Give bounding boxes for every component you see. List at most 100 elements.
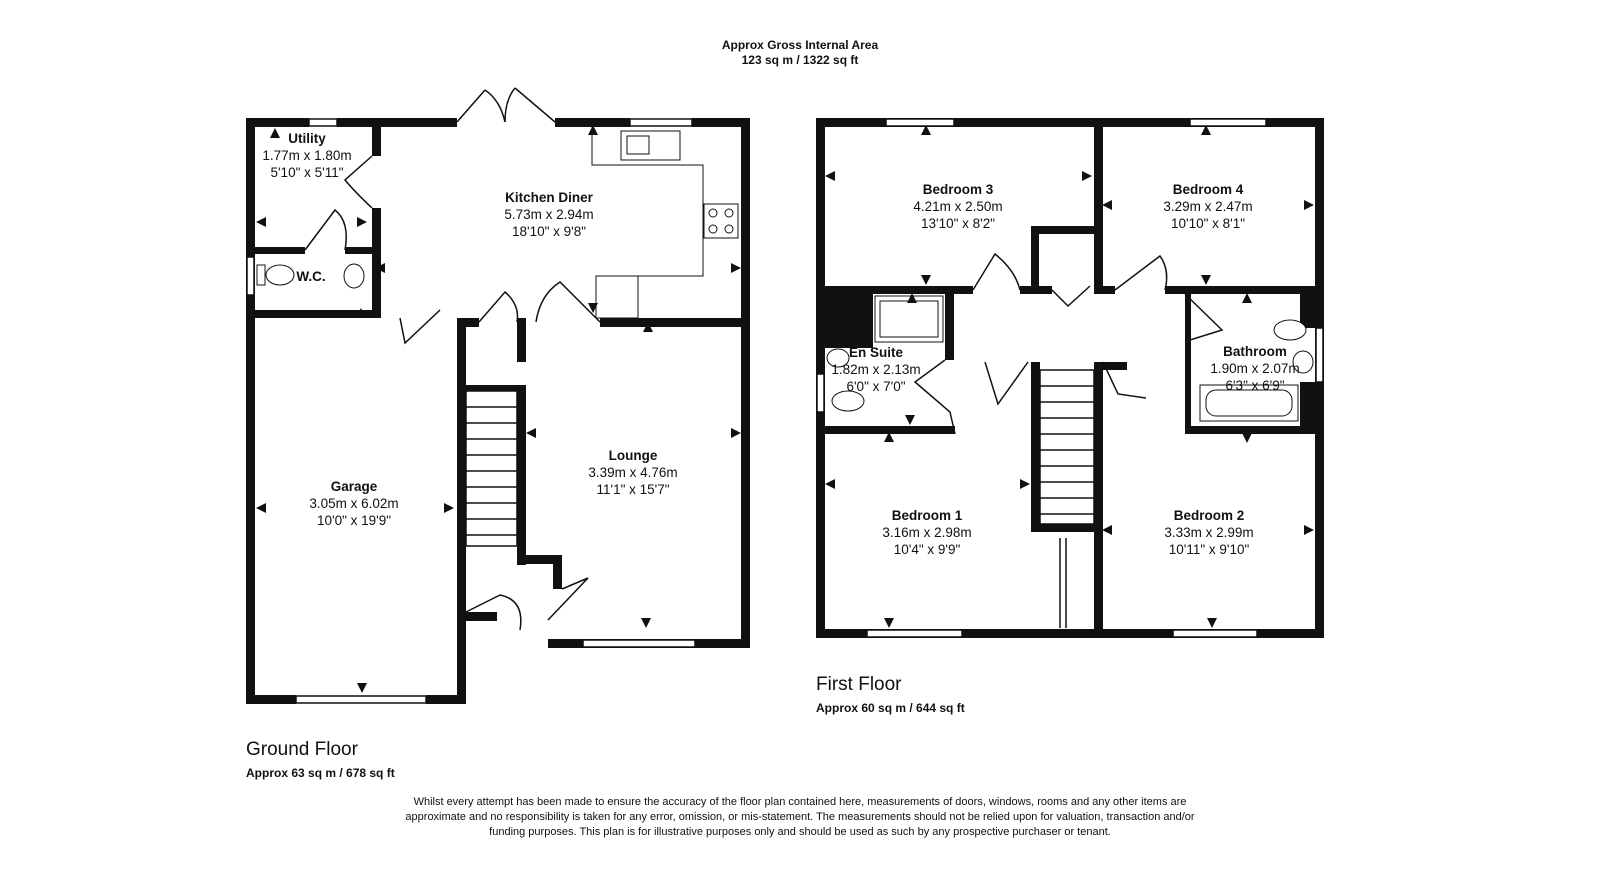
ff-bed3-south-a xyxy=(825,286,973,294)
ff-wall-bed3-bed4 xyxy=(1094,118,1103,294)
room-name: Garage xyxy=(330,479,378,494)
bed4-window xyxy=(1189,118,1267,127)
measurement-arrow-icon xyxy=(256,503,266,513)
disclaimer: Whilst every attempt has been made to en… xyxy=(405,796,1195,838)
bed1-sliding-wardrobe xyxy=(1059,538,1067,628)
room-lounge: Lounge 3.39m x 4.76m 11'1" x 15'7" xyxy=(588,447,677,498)
hall-lounge-wall-top xyxy=(517,318,526,362)
ff-cupboard-left xyxy=(1031,226,1039,294)
wc-window xyxy=(246,256,255,296)
room-imperial: 6'3" x 6'9" xyxy=(1225,378,1285,393)
ff-wall-bed1-bed2 xyxy=(1094,362,1103,638)
front-door-right xyxy=(547,577,589,621)
french-door-left xyxy=(456,89,506,123)
room-imperial: 10'4" x 9'9" xyxy=(893,542,961,557)
bed1-door xyxy=(984,361,1029,406)
measurement-arrow-icon xyxy=(884,432,894,442)
measurement-arrow-icon xyxy=(1304,525,1314,535)
room-name: Kitchen Diner xyxy=(505,190,593,205)
gf-wall-hall-west-lower xyxy=(457,612,466,704)
hall-step-wall-v xyxy=(553,555,562,589)
measurement-arrow-icon xyxy=(825,171,835,181)
measurement-arrow-icon xyxy=(731,428,741,438)
gf-stair xyxy=(465,390,518,547)
utility-door xyxy=(343,155,373,209)
measurement-arrow-icon xyxy=(526,428,536,438)
measurement-arrow-icon xyxy=(375,263,385,273)
gf-wall-east xyxy=(741,118,750,648)
room-metric: 3.29m x 2.47m xyxy=(1163,199,1253,214)
wc-wall-north-a xyxy=(255,247,305,254)
bathroom-door xyxy=(1184,293,1224,341)
measurement-arrow-icon xyxy=(356,308,366,318)
gf-wall-north-kitchen-a xyxy=(555,118,630,127)
ff-ensuite-solid xyxy=(825,286,873,348)
kitchen-lounge-wall xyxy=(600,318,750,327)
doors xyxy=(304,87,1224,631)
wc-wall-south xyxy=(255,310,381,318)
ensuite-basin xyxy=(826,348,850,368)
ground-floor-area: Approx 63 sq m / 678 sq ft xyxy=(246,766,395,780)
room-bedroom-2: Bedroom 2 3.33m x 2.99m 10'11" x 9'10" xyxy=(1164,507,1253,558)
room-metric: 4.21m x 2.50m xyxy=(913,199,1003,214)
measurement-arrow-icon xyxy=(1102,525,1112,535)
room-imperial: 18'10" x 9'8" xyxy=(511,224,587,239)
ff-stair-bottom xyxy=(1031,524,1103,532)
measurement-arrow-icon xyxy=(921,125,931,135)
room-name: Bedroom 4 xyxy=(1172,182,1244,197)
utility-wall-east-bottom xyxy=(372,208,381,318)
stairs xyxy=(465,369,1095,547)
hall-wall-north-a xyxy=(457,318,479,327)
room-name: Utility xyxy=(288,131,326,146)
measurement-arrow-icon xyxy=(1207,618,1217,628)
ff-bed4-south-a xyxy=(1103,286,1115,294)
french-door-right xyxy=(504,87,556,123)
room-bedroom-3: Bedroom 3 4.21m x 2.50m 13'10" x 8'2" xyxy=(913,181,1002,232)
bed4-door xyxy=(1114,254,1168,291)
measurement-arrow-icon xyxy=(1201,125,1211,135)
room-imperial: 10'11" x 9'10" xyxy=(1168,542,1250,557)
bed3-window xyxy=(885,118,955,127)
measurement-arrow-icon xyxy=(1020,479,1030,489)
bath-toilet xyxy=(1273,319,1307,341)
walls xyxy=(246,118,1324,704)
room-metric: 1.90m x 2.07m xyxy=(1210,361,1300,376)
gf-wall-west xyxy=(246,118,255,704)
measurement-arrow-icon xyxy=(270,128,280,138)
measurement-arrow-icon xyxy=(444,503,454,513)
wc-basin xyxy=(343,263,365,289)
gf-wall-hall-south xyxy=(457,612,497,621)
gross-area-value: 123 sq m / 1322 sq ft xyxy=(741,53,859,67)
room-bathroom: Bathroom 1.90m x 2.07m 6'3" x 6'9" xyxy=(1210,343,1299,394)
measurement-arrow-icon xyxy=(256,217,266,227)
hall-lounge-wall-mid xyxy=(517,385,526,565)
measurement-arrow-icon xyxy=(1102,200,1112,210)
ff-landing-east xyxy=(1103,362,1127,370)
ff-wall-south xyxy=(816,629,1324,638)
measurement-arrow-icon xyxy=(588,303,598,313)
measurement-arrow-icon xyxy=(357,217,367,227)
room-imperial: 13'10" x 8'2" xyxy=(920,216,996,231)
gf-wall-south-garage-a xyxy=(246,695,296,704)
ensuite-toilet xyxy=(831,390,865,412)
windows xyxy=(246,118,1324,704)
ff-stair xyxy=(1039,369,1095,525)
room-garage: Garage 3.05m x 6.02m 10'0" x 19'9" xyxy=(309,478,398,529)
measurement-arrow-icon xyxy=(921,275,931,285)
measurement-arrow-icon xyxy=(1242,293,1252,303)
bed2-door xyxy=(1102,361,1147,399)
ff-cupboard-top xyxy=(1031,226,1094,234)
room-bedroom-1: Bedroom 1 3.16m x 2.98m 10'4" x 9'9" xyxy=(882,507,971,558)
measurement-arrow-icon xyxy=(641,618,651,628)
ground-floor-title: Ground Floor xyxy=(246,739,358,760)
gf-wall-south-garage-b xyxy=(426,695,466,704)
measurement-arrow-icon xyxy=(884,618,894,628)
room-name: Lounge xyxy=(608,448,658,463)
room-name: En Suite xyxy=(848,345,904,360)
gross-area-title: Approx Gross Internal Area xyxy=(721,38,879,52)
room-imperial: 6'0" x 7'0" xyxy=(846,379,906,394)
garage-door-opening xyxy=(295,695,427,704)
ff-bath-south xyxy=(1185,426,1324,434)
room-metric: 3.39m x 4.76m xyxy=(588,465,678,480)
room-imperial: 5'10" x 5'11" xyxy=(270,165,344,180)
